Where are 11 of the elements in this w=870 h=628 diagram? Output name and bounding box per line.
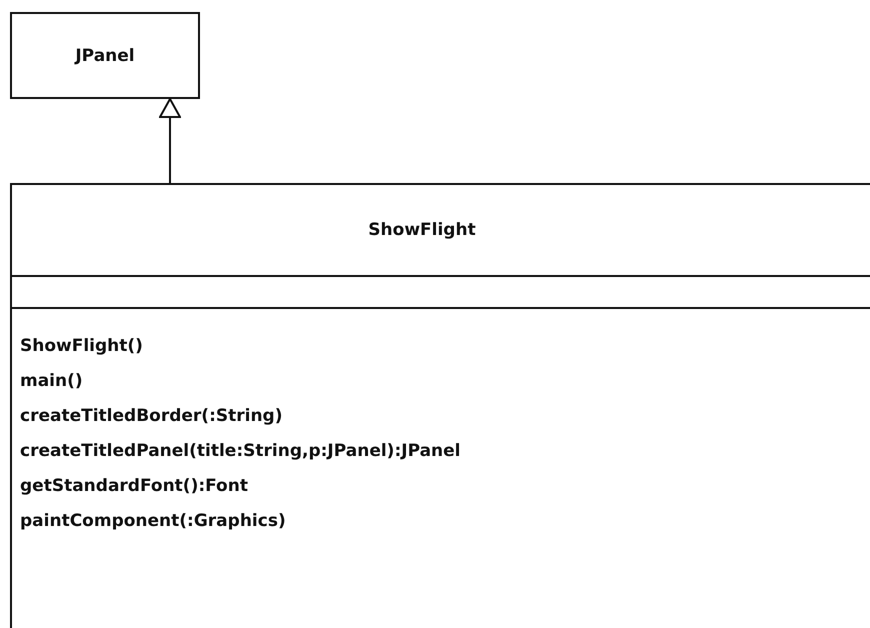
inheritance-arrow <box>159 98 181 183</box>
class-name: JPanel <box>75 46 135 66</box>
method-signature: ShowFlight() <box>20 335 143 358</box>
class-box <box>10 12 200 99</box>
method-signature: paintComponent(:Graphics) <box>20 510 286 533</box>
class-name: ShowFlight <box>368 220 476 240</box>
method-signature: createTitledPanel(title:String,p:JPanel):JPanel <box>20 440 460 463</box>
method-signature: createTitledBorder(:String) <box>20 405 282 428</box>
method-signature: getStandardFont():Font <box>20 475 248 498</box>
class-box <box>10 183 870 628</box>
method-signature: main() <box>20 370 83 393</box>
